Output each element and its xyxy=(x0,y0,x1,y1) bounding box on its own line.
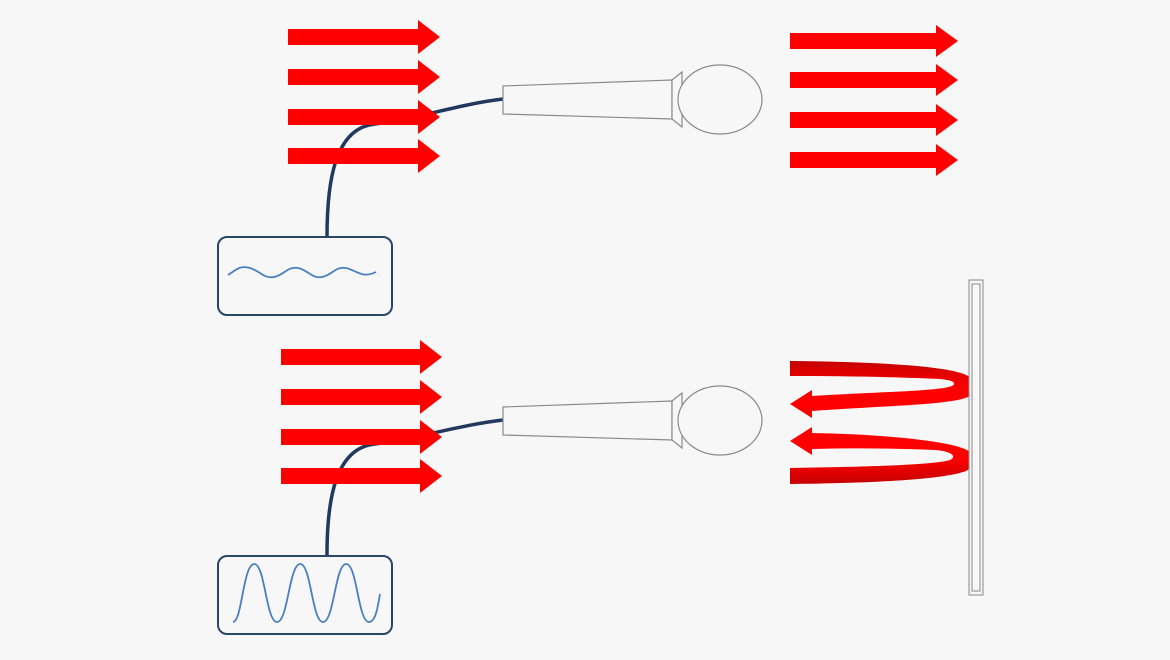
microphone-collar xyxy=(671,391,683,450)
arrow-icon xyxy=(790,64,958,96)
arrow-icon xyxy=(281,340,442,374)
arrow-icon xyxy=(288,20,440,54)
microphone-icon xyxy=(502,64,763,135)
arrow-icon xyxy=(288,100,440,134)
arrow-icon xyxy=(288,139,440,173)
microphone-handle xyxy=(502,400,673,441)
high-amplitude-waveform-icon xyxy=(232,563,381,623)
panel-reflective-wall xyxy=(217,279,984,635)
incoming-arrows-icon xyxy=(281,340,442,493)
panel-free-field xyxy=(217,20,958,316)
microphone-collar xyxy=(671,70,683,129)
wall-outer xyxy=(968,279,984,596)
signal-display-icon xyxy=(217,555,393,635)
arrow-icon xyxy=(281,459,442,493)
outgoing-arrows-icon xyxy=(790,25,958,176)
microphone-head xyxy=(677,64,763,135)
arrow-icon xyxy=(288,60,440,94)
arrow-icon xyxy=(281,380,442,414)
microphone-head xyxy=(677,385,763,456)
microphone-icon xyxy=(502,385,763,456)
arrow-icon xyxy=(790,25,958,57)
wall-icon xyxy=(968,279,984,596)
arrow-icon xyxy=(281,420,442,454)
arrow-icon xyxy=(790,144,958,176)
reflected-arrow-icon xyxy=(790,427,975,484)
wall-inner xyxy=(971,283,981,592)
display-frame xyxy=(217,236,393,316)
microphone-handle xyxy=(502,79,673,120)
low-amplitude-waveform-icon xyxy=(227,266,377,279)
signal-display-icon xyxy=(217,236,393,316)
incoming-arrows-icon xyxy=(288,20,440,173)
arrow-icon xyxy=(790,104,958,136)
reflected-arrow-icon xyxy=(790,361,975,418)
reflected-arrows-icon xyxy=(790,361,975,484)
